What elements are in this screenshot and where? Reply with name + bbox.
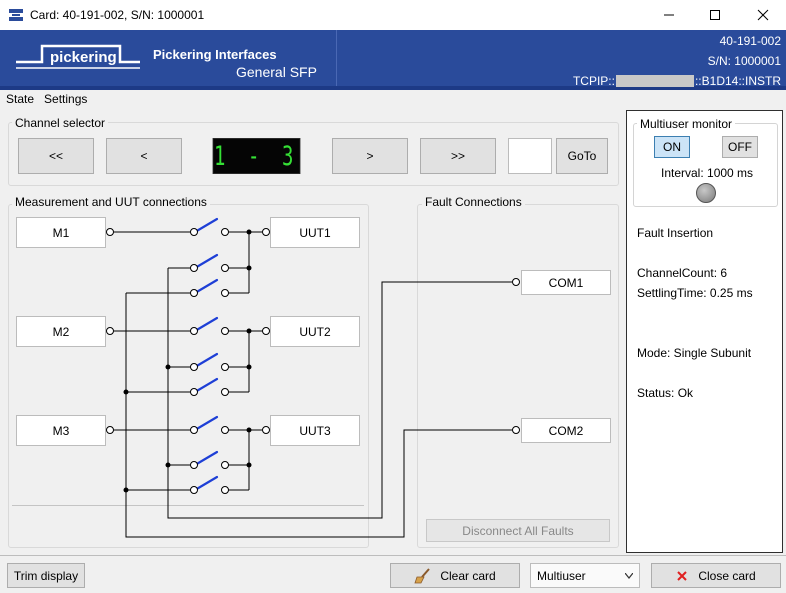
mode: Mode: Single Subunit: [637, 346, 752, 360]
channel-selector-label: Channel selector: [12, 116, 109, 130]
m1-box: M1: [16, 217, 106, 248]
disconnect-all-faults-button[interactable]: Disconnect All Faults: [426, 519, 610, 542]
maximize-icon: [710, 10, 720, 20]
address-prefix: TCPIP::: [572, 74, 615, 88]
status: Status: Ok: [637, 386, 694, 400]
com1-box: COM1: [521, 270, 611, 295]
company-name: Pickering Interfaces: [153, 47, 277, 62]
com2-box: COM2: [521, 418, 611, 443]
info-title: Fault Insertion: [637, 226, 714, 240]
title-bar[interactable]: [0, 0, 786, 30]
broom-icon: [414, 567, 431, 583]
header-divider: [336, 30, 337, 86]
multiuser-monitor-label: Multiuser monitor: [637, 117, 736, 131]
uut1-box: UUT1: [270, 217, 360, 248]
mode-select-value: Multiuser: [537, 568, 586, 583]
close-icon: [757, 9, 769, 21]
clear-card-label: Clear card: [440, 568, 496, 583]
measurement-label: Measurement and UUT connections: [12, 195, 210, 209]
channel-display: 1 - 3: [212, 138, 301, 174]
uut2-box: UUT2: [270, 316, 360, 347]
measurement-scroll-line: [12, 505, 364, 506]
monitor-on-toggle[interactable]: ON: [654, 136, 690, 158]
m3-box: M3: [16, 415, 106, 446]
red-x-icon: [677, 570, 688, 581]
chevron-down-icon: [625, 572, 633, 579]
close-button[interactable]: [740, 0, 786, 30]
logo-text: pickering: [50, 49, 117, 66]
uut3-box: UUT3: [270, 415, 360, 446]
card-id: 40-191-002: [719, 34, 781, 48]
serial-number: S/N: 1000001: [707, 54, 781, 68]
status-led-indicator: [696, 183, 716, 203]
next-channel-button[interactable]: >: [332, 138, 408, 174]
settling-time: SettlingTime: 0.25 ms: [637, 286, 753, 300]
last-channel-button[interactable]: >>: [420, 138, 496, 174]
window-title: Card: 40-191-002, S/N: 1000001: [30, 8, 205, 22]
header-stripe: [0, 86, 786, 90]
channel-count: ChannelCount: 6: [637, 266, 728, 280]
goto-button[interactable]: GoTo: [556, 138, 608, 174]
previous-channel-button[interactable]: <: [106, 138, 182, 174]
minimize-icon: [664, 14, 674, 16]
menu-state[interactable]: State: [6, 92, 35, 106]
close-card-label: Close card: [698, 568, 756, 583]
clear-card-button[interactable]: Clear card: [390, 563, 520, 588]
menu-bar: State Settings: [0, 90, 622, 108]
first-channel-button[interactable]: <<: [18, 138, 94, 174]
maximize-button[interactable]: [692, 0, 738, 30]
goto-input[interactable]: [508, 138, 552, 174]
address-redaction: [615, 75, 694, 87]
minimize-button[interactable]: [646, 0, 692, 30]
pickering-logo: pickering: [16, 44, 140, 69]
footer-divider: [0, 555, 786, 556]
address-suffix: ::B1D14::INSTR: [694, 74, 781, 88]
monitor-off-toggle[interactable]: OFF: [722, 136, 758, 158]
menu-settings[interactable]: Settings: [44, 92, 88, 106]
m2-box: M2: [16, 316, 106, 347]
product-name: General SFP: [236, 64, 317, 80]
app-icon: [9, 9, 23, 21]
fault-label: Fault Connections: [422, 195, 525, 209]
monitor-interval: Interval: 1000 ms: [661, 166, 754, 180]
mode-select[interactable]: Multiuser: [530, 563, 640, 588]
channel-selector-group: [8, 122, 619, 186]
resource-address: TCPIP:: ::B1D14::INSTR: [573, 74, 781, 88]
trim-display-button[interactable]: Trim display: [7, 563, 85, 588]
close-card-button[interactable]: Close card: [651, 563, 781, 588]
